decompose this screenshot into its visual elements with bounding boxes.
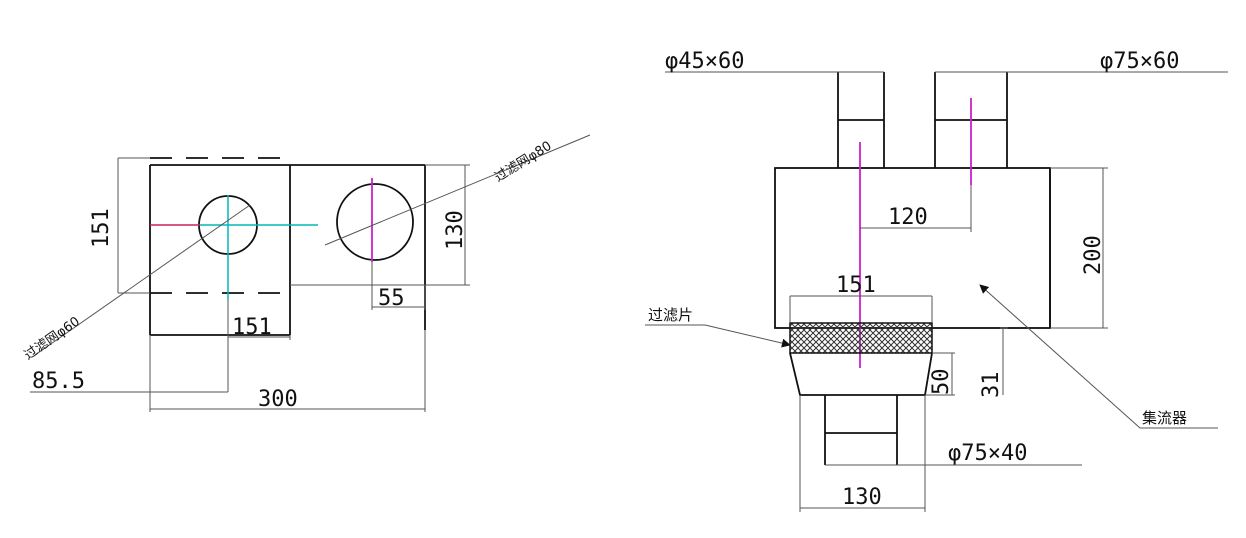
side-view: φ45×60 φ75×60 120 200 151 50 (645, 49, 1228, 512)
pipe-left (837, 72, 885, 168)
filter-base (789, 352, 933, 396)
dim-pipe-spacing: 120 (888, 205, 928, 230)
dim-base-height: 50 (929, 369, 954, 396)
pipe-bottom (824, 395, 898, 465)
dim-top-height-outer: 151 (89, 208, 114, 248)
diverter-label: 集流器 (1142, 409, 1187, 427)
pipe-left-label: φ45×60 (665, 49, 744, 74)
filter-pad (789, 322, 933, 354)
dim-bottom-width: 130 (842, 485, 882, 510)
leader-large-circle (324, 134, 591, 246)
dim-top-height-inner: 130 (443, 210, 468, 250)
dim-top-small: 55 (378, 286, 405, 311)
pipe-right-label: φ75×60 (1100, 49, 1179, 74)
side-body-box (774, 167, 1051, 329)
dim-top-left-offset: 85.5 (32, 369, 85, 394)
pipe-bottom-label: φ75×40 (948, 441, 1027, 466)
leader-large-circle-label: 过滤网φ80 (492, 139, 554, 186)
dim-top-inner-width: 151 (232, 315, 272, 340)
top-view: 151 130 过滤网φ60 过滤网φ80 151 55 (22, 134, 591, 412)
large-filter-circle (336, 183, 414, 261)
filter-label: 过滤片 (648, 306, 693, 324)
dim-filter-width: 151 (836, 273, 876, 298)
dim-body-height: 200 (1081, 235, 1106, 275)
dim-base-offset: 31 (979, 372, 1004, 399)
leader-small-circle-label: 过滤网φ60 (22, 314, 83, 363)
top-view-body-outline (149, 164, 426, 336)
leader-small-circle (34, 204, 251, 356)
dim-top-total-width: 300 (258, 387, 298, 412)
